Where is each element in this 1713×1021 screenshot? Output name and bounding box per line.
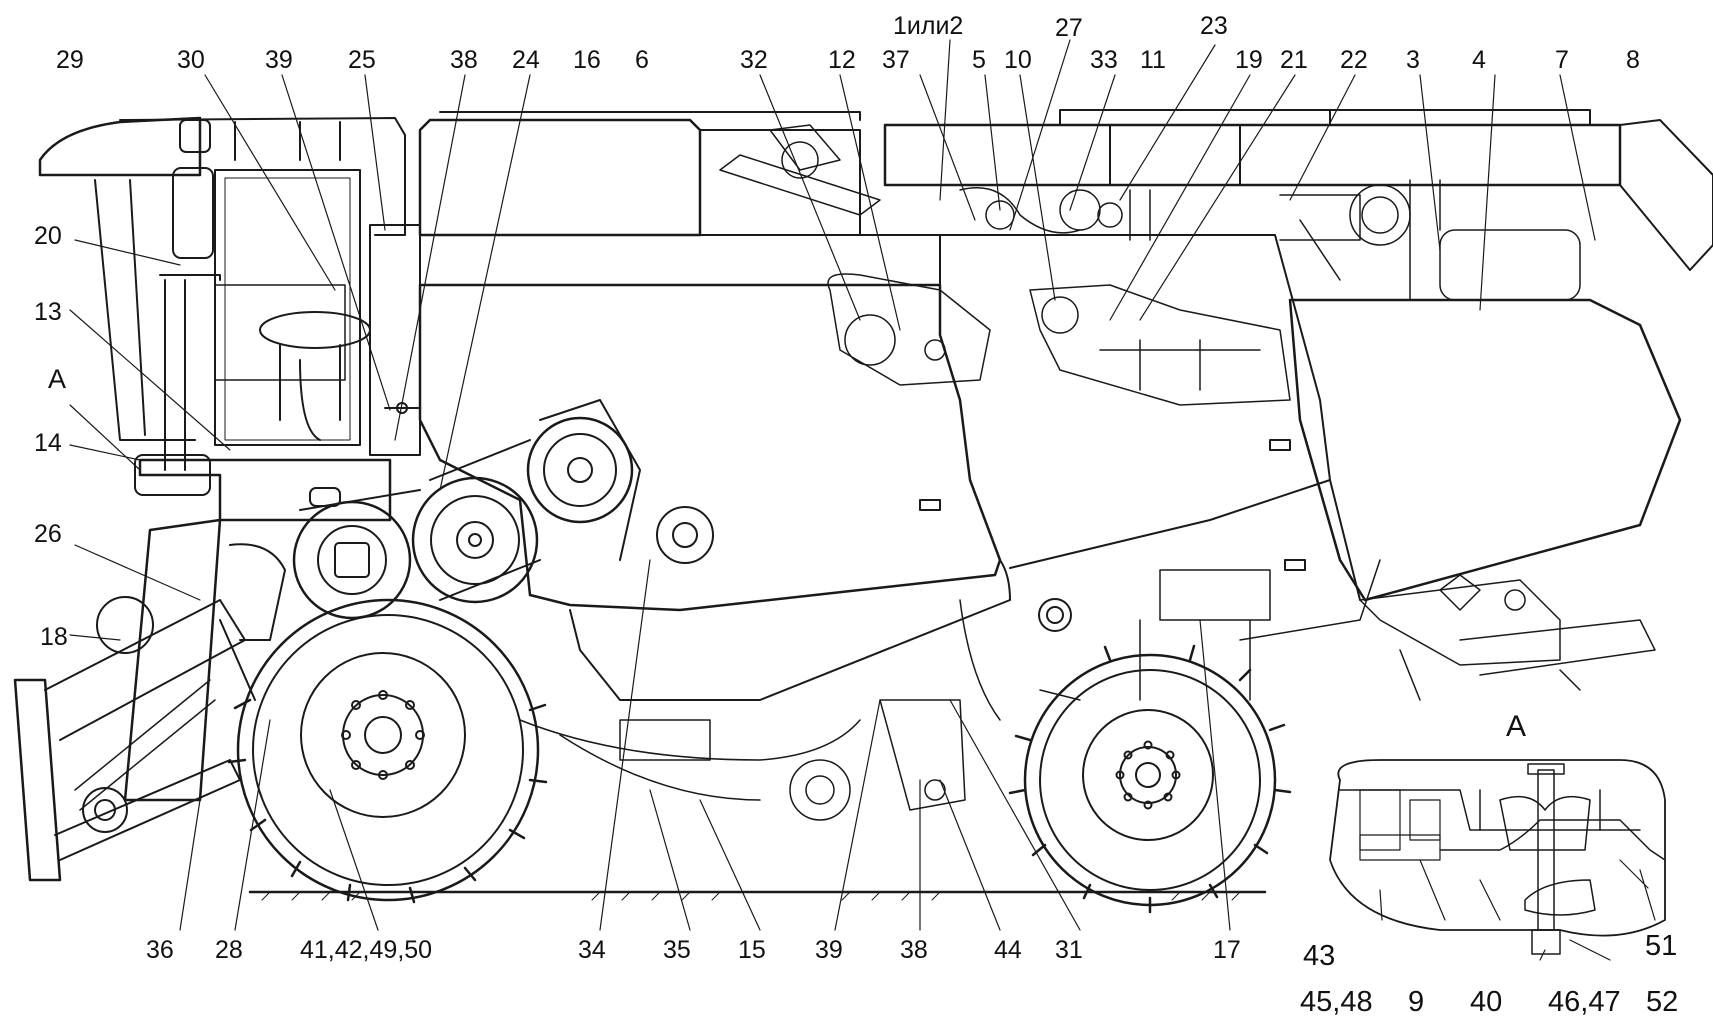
callout-1-or-2: 1или2: [893, 12, 964, 40]
callout-39-top: 39: [265, 46, 293, 74]
callout-44: 44: [994, 936, 1022, 964]
callout-38-bottom: 38: [900, 936, 928, 964]
grain-tank: [418, 111, 941, 286]
callout-26: 26: [34, 520, 62, 548]
callout-30: 30: [177, 46, 205, 74]
detail-label-45-48: 45,48: [1300, 986, 1373, 1018]
detail-label-43: 43: [1303, 940, 1336, 972]
detail-label-9: 9: [1408, 986, 1425, 1018]
callout-22: 22: [1340, 46, 1368, 74]
callout-32: 32: [740, 46, 768, 74]
callout-7: 7: [1555, 46, 1569, 74]
callout-35: 35: [663, 936, 691, 964]
callout-16: 16: [573, 46, 601, 74]
rear-wheel: [1008, 644, 1292, 914]
callout-25: 25: [348, 46, 376, 74]
callout-21: 21: [1280, 46, 1308, 74]
callout-38-top: 38: [450, 46, 478, 74]
callout-11: 11: [1140, 46, 1166, 74]
callout-39-bottom: 39: [815, 936, 843, 964]
callout-41-42-49-50: 41,42,49,50: [300, 936, 433, 964]
drive-pulleys: [292, 399, 1072, 632]
callout-33: 33: [1090, 46, 1118, 74]
rear-assembly: [1359, 574, 1656, 701]
callout-17: 17: [1213, 936, 1241, 964]
callout-23: 23: [1200, 12, 1228, 40]
callout-28: 28: [215, 936, 243, 964]
underbody: [519, 559, 1381, 821]
callout-15: 15: [738, 936, 766, 964]
callout-29: 29: [56, 46, 84, 74]
callout-13: 13: [34, 298, 62, 326]
detail-label-46-47: 46,47: [1548, 986, 1621, 1018]
callout-6: 6: [635, 46, 649, 74]
callout-12: 12: [828, 46, 856, 74]
callout-14: 14: [34, 429, 62, 457]
cab: [38, 116, 421, 522]
callout-37: 37: [882, 46, 910, 74]
front-wheel: [227, 598, 548, 904]
cutaway-windows: [827, 273, 1291, 406]
callout-18: 18: [40, 623, 68, 651]
detail-view-title: A: [1506, 710, 1527, 743]
callout-31: 31: [1055, 936, 1083, 964]
callout-34: 34: [578, 936, 606, 964]
callout-5: 5: [972, 46, 986, 74]
detail-label-40: 40: [1470, 986, 1503, 1018]
feeder-house: [13, 518, 286, 882]
unloading-auger: [883, 109, 1713, 271]
callout-10: 10: [1004, 46, 1032, 74]
callout-8: 8: [1626, 46, 1640, 74]
callout-3: 3: [1406, 46, 1420, 74]
detail-view-a: [1329, 759, 1666, 961]
callout-4: 4: [1472, 46, 1486, 74]
callout-20: 20: [34, 222, 62, 250]
detail-label-52: 52: [1646, 986, 1679, 1018]
callout-view-a-marker: A: [48, 364, 67, 394]
callout-27: 27: [1055, 14, 1083, 42]
callout-36: 36: [146, 936, 174, 964]
leader-lines: [69, 39, 1596, 931]
callout-19: 19: [1235, 46, 1263, 74]
callout-24: 24: [512, 46, 540, 74]
detail-label-51: 51: [1645, 930, 1678, 962]
engine-cluster: [719, 124, 1581, 301]
